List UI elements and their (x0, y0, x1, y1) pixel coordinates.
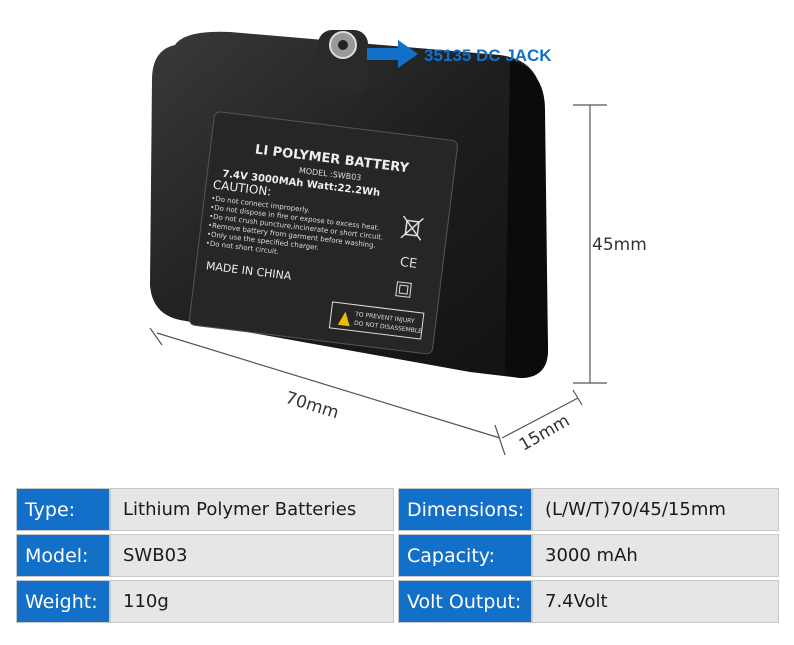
warning-triangle-icon (337, 311, 350, 327)
spec-value: Lithium Polymer Batteries (110, 488, 394, 531)
spec-label: Type: (16, 488, 110, 531)
spec-value: 7.4Volt (532, 580, 779, 623)
spec-table: Type: Lithium Polymer Batteries Dimensio… (16, 488, 779, 626)
arrow-icon (367, 40, 418, 68)
battery-illustration: LI POLYMER BATTERY MODEL :SWB03 7.4V 300… (149, 30, 647, 456)
dimension-lines (149, 104, 607, 456)
thickness-dimension: 15mm (516, 411, 573, 456)
spec-label: Weight: (16, 580, 110, 623)
spec-value: (L/W/T)70/45/15mm (532, 488, 779, 531)
spec-label: Dimensions: (398, 488, 532, 531)
battery-label-plate (188, 111, 458, 355)
class-ii-icon (395, 281, 412, 298)
spec-value: 110g (110, 580, 394, 623)
jack-callout-label: 35135 DC JACK (424, 46, 552, 65)
height-dimension: 45mm (592, 235, 647, 255)
weee-bin-icon (400, 215, 424, 241)
spec-value: SWB03 (110, 534, 394, 577)
spec-row: Model: SWB03 Capacity: 3000 mAh (16, 534, 779, 577)
spec-row: Weight: 110g Volt Output: 7.4Volt (16, 580, 779, 623)
length-dimension: 70mm (283, 388, 341, 423)
ce-mark-icon: CE (399, 255, 418, 272)
spec-label: Volt Output: (398, 580, 532, 623)
spec-label: Capacity: (398, 534, 532, 577)
spec-row: Type: Lithium Polymer Batteries Dimensio… (16, 488, 779, 531)
spec-label: Model: (16, 534, 110, 577)
warning-box (328, 301, 425, 340)
spec-value: 3000 mAh (532, 534, 779, 577)
